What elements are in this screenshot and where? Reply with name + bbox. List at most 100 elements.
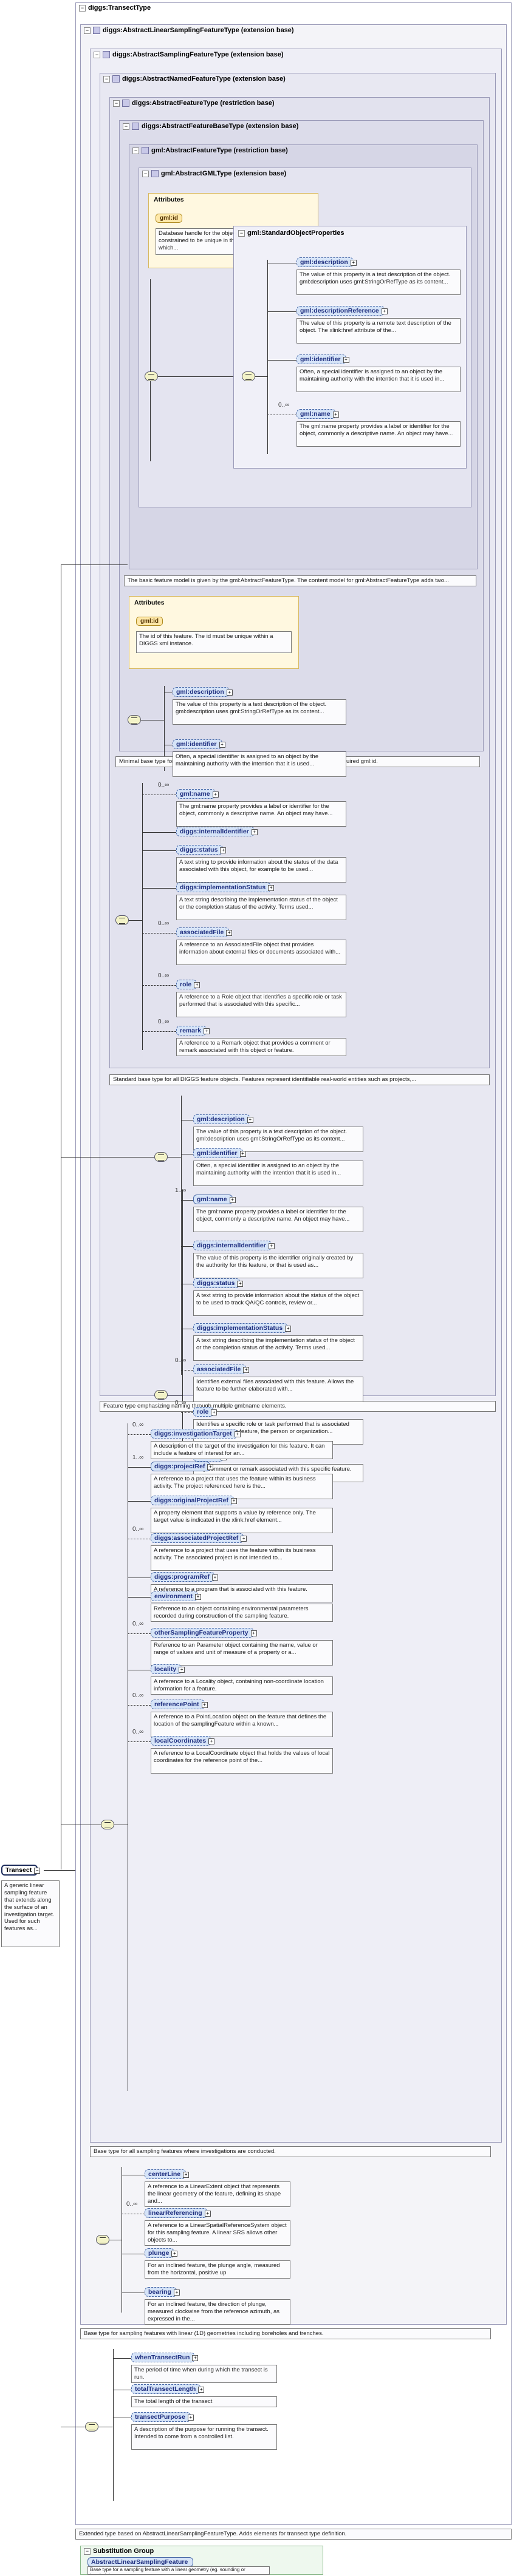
expand-icon[interactable]: + xyxy=(211,1409,218,1415)
sequence-icon[interactable] xyxy=(115,915,129,925)
sequence-icon[interactable] xyxy=(242,371,255,381)
transect-element-transectpurpose[interactable]: transectPurpose+ xyxy=(131,2412,194,2422)
substitution-group-title[interactable]: −Substitution Group xyxy=(84,2547,154,2555)
sequence-icon[interactable] xyxy=(145,371,158,381)
expand-icon[interactable]: + xyxy=(183,2172,190,2178)
transect-element-totaltransectlength[interactable]: totalTransectLength+ xyxy=(131,2384,205,2394)
expand-icon[interactable]: + xyxy=(251,829,258,835)
linear-element-linearreferencing[interactable]: linearReferencing+ xyxy=(145,2208,211,2218)
expand-icon[interactable]: + xyxy=(234,1431,241,1437)
named-element-internalidentifier[interactable]: diggs:internalIdentifier+ xyxy=(193,1241,275,1250)
expand-icon[interactable]: + xyxy=(230,1498,237,1504)
attr-feature-id[interactable]: gml:id xyxy=(136,617,163,626)
expand-icon[interactable]: + xyxy=(381,308,388,314)
expand-icon[interactable]: + xyxy=(207,1464,214,1470)
sequence-icon[interactable] xyxy=(154,1152,168,1162)
named-element-name[interactable]: gml:name+ xyxy=(193,1195,236,1204)
gml-standard-element-descriptionreference[interactable]: gml:descriptionReference+ xyxy=(296,306,388,316)
expand-icon[interactable]: + xyxy=(179,1667,185,1673)
expand-icon[interactable]: + xyxy=(241,1536,247,1542)
type-header-feature[interactable]: −diggs:AbstractFeatureType (restriction … xyxy=(113,100,275,107)
expand-icon[interactable]: + xyxy=(195,1594,202,1600)
sampling-element-associatedprojectref[interactable]: diggs:associatedProjectRef+ xyxy=(151,1533,247,1543)
sequence-icon[interactable] xyxy=(128,715,141,725)
expand-icon[interactable]: + xyxy=(204,1028,210,1034)
linear-element-bearing[interactable]: bearing+ xyxy=(145,2287,180,2297)
expand-icon[interactable]: + xyxy=(201,1702,208,1708)
gml-standard-element-identifier[interactable]: gml:identifier+ xyxy=(296,354,349,364)
feature-element-role[interactable]: role+ xyxy=(176,980,200,989)
sampling-element-investigationtarget[interactable]: diggs:investigationTarget+ xyxy=(151,1429,241,1439)
type-header-feature-base[interactable]: −diggs:AbstractFeatureBaseType (extensio… xyxy=(123,123,298,130)
expand-icon[interactable]: + xyxy=(204,2211,211,2217)
expand-icon[interactable]: + xyxy=(268,885,275,891)
expand-icon[interactable]: + xyxy=(332,412,339,418)
sampling-element-projectref[interactable]: diggs:projectRef+ xyxy=(151,1462,214,1471)
feature-element-implementationstatus[interactable]: diggs:implementationStatus+ xyxy=(176,883,275,892)
type-header-gml[interactable]: −gml:AbstractGMLType (extension base) xyxy=(142,170,286,178)
expand-icon[interactable]: + xyxy=(237,1281,244,1287)
expand-icon[interactable]: + xyxy=(243,1367,250,1373)
expand-icon[interactable]: + xyxy=(171,2251,178,2257)
sequence-icon[interactable] xyxy=(154,1390,168,1400)
expand-icon[interactable]: + xyxy=(239,1151,246,1157)
expand-icon[interactable]: + xyxy=(268,1243,275,1249)
named-element-description[interactable]: gml:description+ xyxy=(193,1114,253,1124)
type-header-gml-feature[interactable]: −gml:AbstractFeatureType (restriction ba… xyxy=(132,147,288,155)
linear-element-centerline[interactable]: centerLine+ xyxy=(145,2169,190,2179)
sequence-icon[interactable] xyxy=(96,2235,109,2245)
expand-icon[interactable]: + xyxy=(208,1738,215,1744)
attr-gml-id[interactable]: gml:id xyxy=(156,214,182,223)
substitution-group-element[interactable]: AbstractLinearSamplingFeature xyxy=(87,2557,194,2567)
feature-element-remark[interactable]: remark+ xyxy=(176,1026,210,1035)
sampling-element-othersamplingfeatureproperty[interactable]: otherSamplingFeatureProperty+ xyxy=(151,1628,257,1638)
expand-icon[interactable]: + xyxy=(212,791,219,798)
expand-icon[interactable]: + xyxy=(198,2387,205,2393)
expand-icon[interactable]: + xyxy=(343,357,349,363)
sampling-element-locality[interactable]: locality+ xyxy=(151,1664,185,1674)
expand-icon[interactable]: + xyxy=(192,2355,199,2361)
expand-icon[interactable]: + xyxy=(212,1574,219,1581)
standard-props-header[interactable]: −gml:StandardObjectProperties xyxy=(238,229,344,237)
sampling-element-originalprojectref[interactable]: diggs:originalProjectRef+ xyxy=(151,1496,237,1505)
expand-icon[interactable]: + xyxy=(194,982,200,988)
expand-icon[interactable]: + xyxy=(247,1117,253,1123)
gml-standard-element-description[interactable]: gml:description+ xyxy=(296,257,357,267)
expand-icon[interactable]: + xyxy=(173,2290,180,2296)
named-element-identifier[interactable]: gml:identifier+ xyxy=(193,1148,246,1158)
sampling-element-environment[interactable]: environment+ xyxy=(151,1591,202,1601)
expand-icon[interactable]: + xyxy=(187,2415,194,2421)
feature-element-associatedfile[interactable]: associatedFile+ xyxy=(176,927,233,937)
transect-element-whentransectrun[interactable]: whenTransectRun+ xyxy=(131,2353,199,2362)
expand-icon[interactable]: + xyxy=(220,847,227,853)
expand-icon[interactable]: + xyxy=(350,260,357,266)
type-header-sampling[interactable]: −diggs:AbstractSamplingFeatureType (exte… xyxy=(94,51,284,59)
feature-element-status[interactable]: diggs:status+ xyxy=(176,845,227,855)
feature-element-name[interactable]: gml:name+ xyxy=(176,789,219,799)
expand-icon[interactable]: + xyxy=(229,1197,236,1203)
expand-icon[interactable]: + xyxy=(285,1326,292,1332)
type-header-transect[interactable]: −diggs:TransectType xyxy=(79,4,151,12)
feature-element-internalidentifier[interactable]: diggs:internalIdentifier+ xyxy=(176,827,258,836)
named-element-implementationstatus[interactable]: diggs:implementationStatus+ xyxy=(193,1323,292,1333)
linear-element-desc: A reference to a LinearExtent object tha… xyxy=(145,2181,290,2207)
expand-icon[interactable]: + xyxy=(226,690,233,696)
sampling-element-localcoordinates[interactable]: localCoordinates+ xyxy=(151,1736,215,1746)
feature-base-element-identifier[interactable]: gml:identifier+ xyxy=(173,739,225,749)
sequence-icon[interactable] xyxy=(101,1820,114,1829)
root-element-transect[interactable]: Transect− xyxy=(1,1865,41,1876)
linear-element-plunge[interactable]: plunge+ xyxy=(145,2248,178,2258)
named-element-associatedfile[interactable]: associatedFile+ xyxy=(193,1364,250,1374)
sampling-element-programref[interactable]: diggs:programRef+ xyxy=(151,1572,219,1582)
type-header-named[interactable]: −diggs:AbstractNamedFeatureType (extensi… xyxy=(103,75,286,83)
expand-icon[interactable]: + xyxy=(250,1630,257,1636)
type-header-linear[interactable]: −diggs:AbstractLinearSamplingFeatureType… xyxy=(84,27,294,35)
expand-icon[interactable]: + xyxy=(219,742,225,748)
named-element-role[interactable]: role+ xyxy=(193,1407,218,1417)
sequence-icon[interactable] xyxy=(85,2422,98,2432)
named-element-status[interactable]: diggs:status+ xyxy=(193,1278,244,1288)
feature-base-element-description[interactable]: gml:description+ xyxy=(173,687,233,697)
gml-standard-element-name[interactable]: gml:name+ xyxy=(296,409,339,419)
sampling-element-referencepoint[interactable]: referencePoint+ xyxy=(151,1700,208,1709)
expand-icon[interactable]: + xyxy=(226,930,233,936)
